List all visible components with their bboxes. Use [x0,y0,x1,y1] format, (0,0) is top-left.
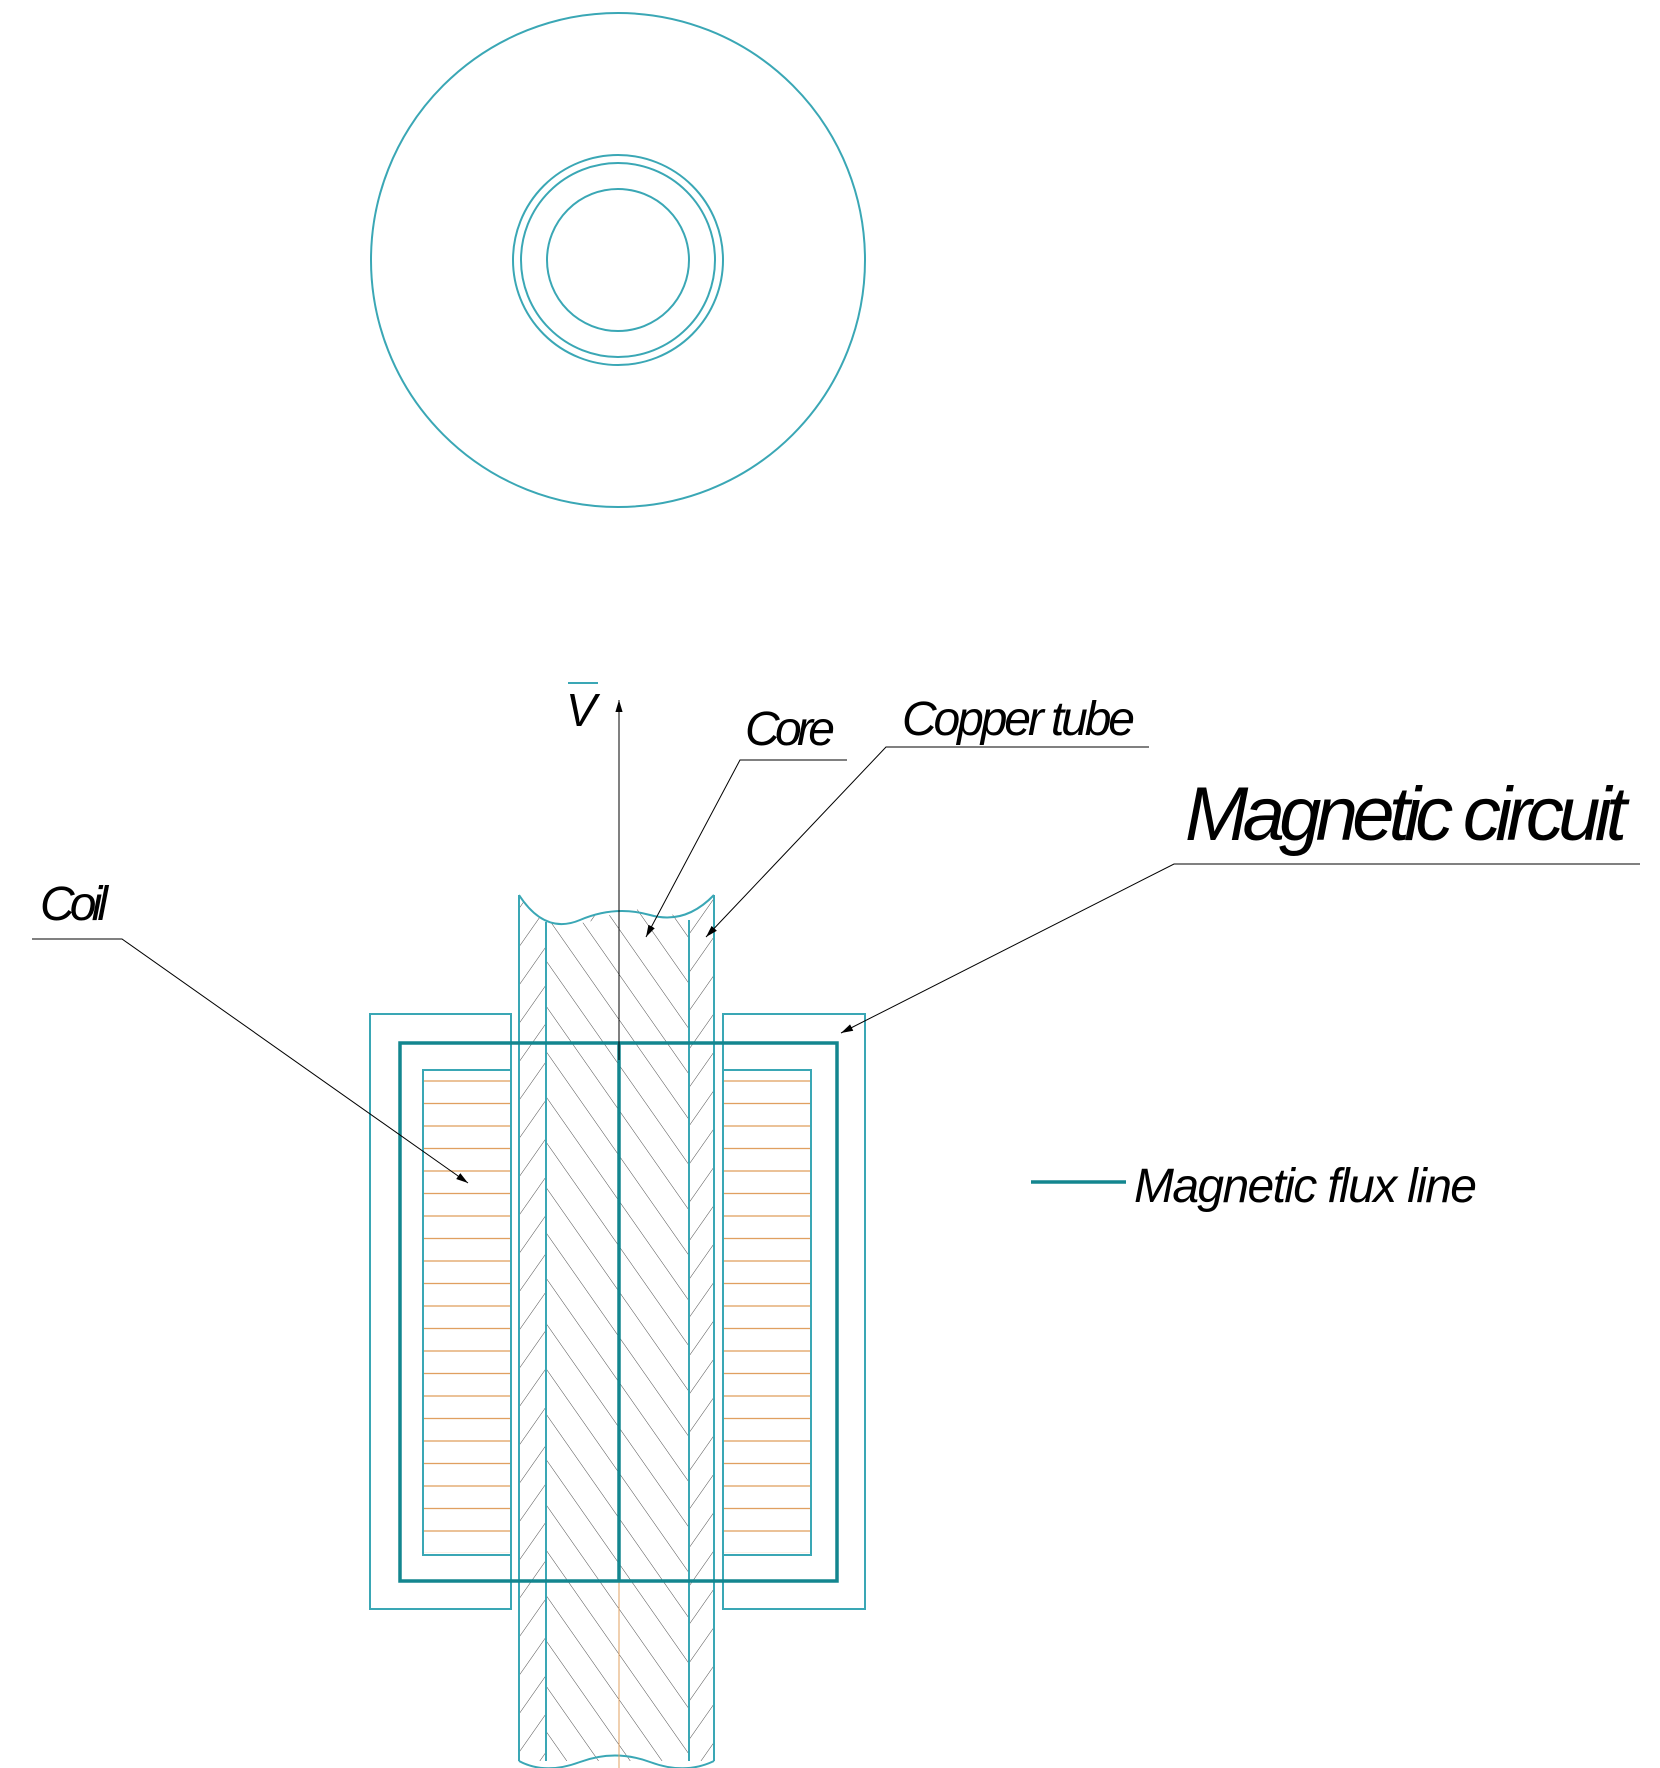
right-coil [724,1072,810,1553]
core-leader [645,759,847,938]
core-circle [546,188,690,332]
top-view [370,12,866,508]
velocity-label: V [566,684,601,736]
tube-and-core [518,894,715,1768]
legend-flux-label: Magnetic flux line [1134,1160,1477,1213]
coils [422,1069,812,1556]
copper-tube-label: Copper tube [902,693,1135,746]
copper-tube-leader [705,746,1149,938]
coil-label: Coil [40,878,109,931]
tube-inner-circle [520,162,716,358]
core-label: Core [745,703,835,756]
legend: Magnetic flux line [1031,1160,1477,1213]
outer-circle [370,12,866,508]
magnetic-circuit-label: Magnetic circuit [1185,772,1630,857]
coil-leader [32,938,469,1184]
tube-outer-circle [512,154,724,366]
left-coil [424,1072,510,1553]
magnetic-circuit-leader [840,863,1640,1034]
